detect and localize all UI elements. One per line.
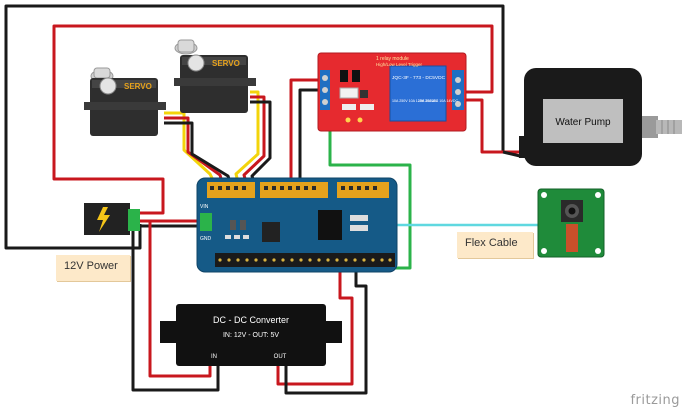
- relay-part-number: JQC-3F - 773 - DC5VDC: [392, 75, 446, 81]
- wire-black-relay-gnd: [298, 88, 322, 182]
- dcdc-out-label: OUT: [274, 354, 287, 360]
- water-pump-label: Water Pump: [555, 117, 611, 128]
- power-note: 12V Power: [56, 255, 130, 281]
- relay-module: JQC-3F - 773 - DC5VDC 10A 250V 10A 125V …: [317, 52, 467, 132]
- relay-spec-right: 10A 250VAC 10A 14VDC: [418, 99, 458, 103]
- dcdc-spec: IN: 12V - OUT: 5V: [223, 332, 279, 339]
- servo-motor-1: SERVO: [84, 67, 166, 136]
- servo-2-label: SERVO: [212, 59, 240, 68]
- wire-red-outer: [52, 24, 494, 215]
- wire-servo1-yellow: [164, 111, 216, 183]
- dcdc-in-label: IN: [211, 354, 217, 360]
- wire-red-dcdc-out: [276, 270, 354, 386]
- servo-motor-2: SERVO: [174, 39, 256, 113]
- wire-servo1-black: [164, 121, 232, 183]
- wire-servo2-red: [242, 95, 266, 183]
- wire-servo1-red: [164, 116, 224, 183]
- wire-black-dcdc-out: [284, 270, 368, 395]
- camera-module: [537, 188, 605, 258]
- vin-label: VIN: [200, 204, 209, 210]
- flex-cable-note: Flex Cable: [457, 232, 533, 258]
- barrel-jack: [84, 203, 140, 235]
- dcdc-title: DC - DC Converter: [213, 315, 289, 325]
- water-pump: Water Pump: [519, 68, 682, 166]
- lightning-icon: [97, 207, 110, 232]
- wire-red-relay-vcc: [289, 78, 322, 182]
- wire-servo2-yellow: [234, 90, 260, 183]
- wires: [4, 4, 540, 395]
- gnd-label: GND: [200, 236, 212, 242]
- wire-servo2-black: [250, 100, 272, 183]
- wire-red-dcdc-in: [148, 221, 212, 378]
- relay-title: 1 relay module: [376, 56, 409, 62]
- wire-black-dcdc-in: [131, 226, 220, 392]
- wire-red-pump: [464, 98, 520, 154]
- relay-subtitle: High/Low Level Trigger: [376, 62, 423, 67]
- pwm-hat-board: VIN GND: [196, 177, 398, 273]
- fritzing-watermark: fritzing: [630, 393, 680, 408]
- wire-black-pump: [502, 150, 521, 158]
- relay-spec-left: 10A 250V 10A 125V 30A30V: [392, 99, 439, 103]
- servo-1-label: SERVO: [124, 82, 152, 91]
- dc-dc-converter: DC - DC Converter IN: 12V - OUT: 5V IN O…: [160, 304, 342, 366]
